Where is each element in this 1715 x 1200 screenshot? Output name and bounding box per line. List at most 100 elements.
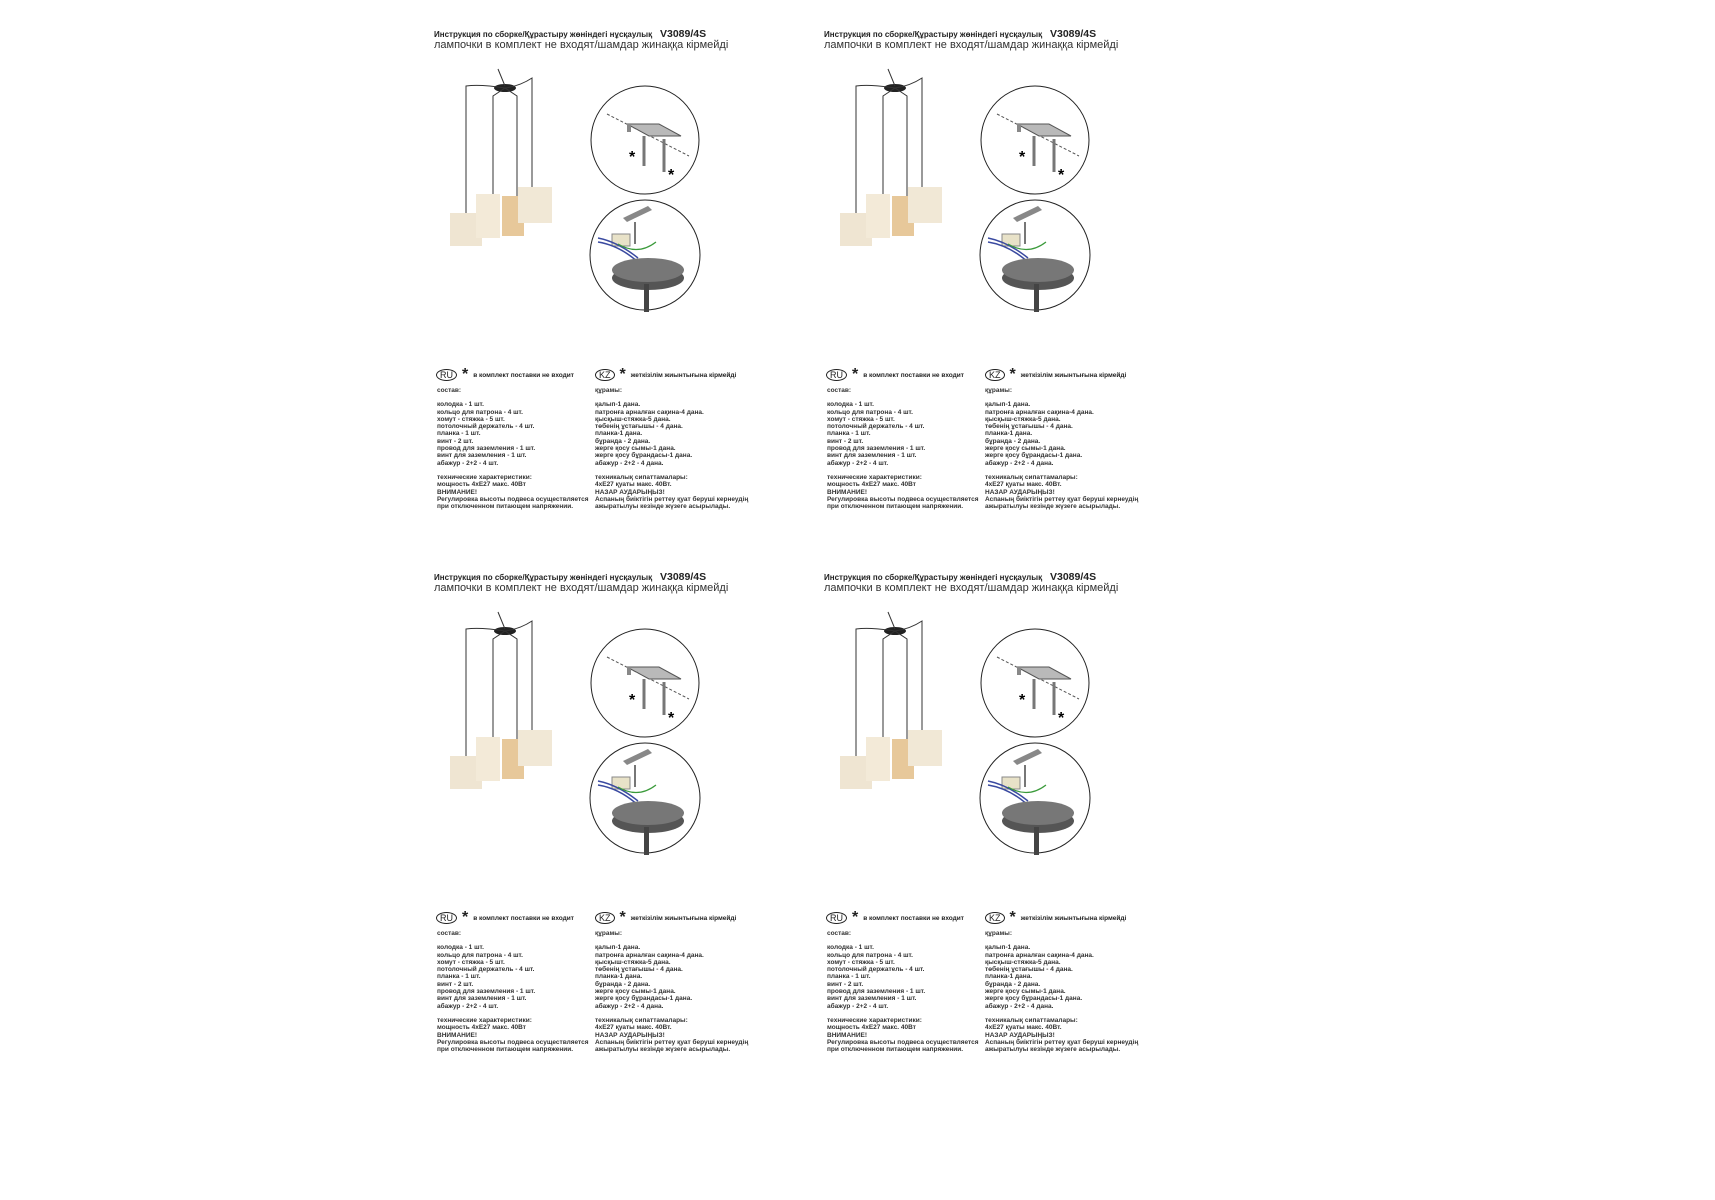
- list-line: патронға арналған сақина-4 дана.: [985, 408, 1094, 416]
- list-line: мощность 4xE27 макс. 40Вт: [437, 1024, 526, 1032]
- kz-badge: KZ: [985, 369, 1005, 381]
- svg-text:*: *: [629, 692, 636, 709]
- list-line: патронға арналған сақина-4 дана.: [985, 951, 1094, 959]
- ru-heading: состав:: [437, 387, 462, 394]
- list-line: при отключенном питающем напряжении.: [437, 1046, 574, 1054]
- list-line: колодка - 1 шт.: [437, 944, 484, 952]
- kz-contents: құрамы:қалып-1 дана.патронға арналған са…: [595, 930, 748, 1053]
- list-line: абажур - 2+2 - 4 дана.: [985, 1002, 1054, 1010]
- list-line: технические характеристики:: [437, 473, 532, 481]
- mounting-bracket-diagram: **: [979, 84, 1091, 201]
- list-line: патронға арналған сақина-4 дана.: [595, 408, 704, 416]
- asterisk-icon: *: [619, 909, 626, 926]
- list-line: при отключенном питающем напряжении.: [827, 503, 964, 511]
- list-line: при отключенном питающем напряжении.: [437, 503, 574, 511]
- bulbs-note: лампочки в комплект не входят/шамдар жин…: [824, 39, 1119, 51]
- ru-badge: RU: [436, 912, 457, 924]
- asterisk-icon: *: [852, 909, 859, 926]
- list-line: винт для заземления - 1 шт.: [437, 452, 527, 460]
- pendant-lamp-image: [840, 66, 950, 259]
- list-line: Аспаның биіктігін реттеу қуат беруші кер…: [985, 1038, 1139, 1046]
- list-line: винт - 2 шт.: [827, 437, 864, 445]
- list-line: Аспаның биіктігін реттеу қуат беруші кер…: [985, 495, 1139, 503]
- list-line: мощность 4xE27 макс. 40Вт: [827, 1024, 916, 1032]
- list-line: абажур - 2+2 - 4 шт.: [827, 1002, 889, 1010]
- kz-legend: KZ*жеткізілім жиынтығына кірмейді: [595, 909, 737, 926]
- list-line: провод для заземления - 1 шт.: [827, 988, 926, 996]
- list-line: провод для заземления - 1 шт.: [437, 445, 536, 453]
- list-line: винт для заземления - 1 шт.: [827, 995, 917, 1003]
- list-line: колодка - 1 шт.: [827, 944, 874, 952]
- list-line: техникалық сипаттамалары:: [595, 473, 688, 481]
- kz-contents: құрамы:қалып-1 дана.патронға арналған са…: [985, 387, 1138, 510]
- instruction-panel: Инструкция по сборке/Құрастыру жөніндегі…: [820, 571, 1160, 1111]
- list-line: қалып-1 дана.: [985, 944, 1031, 952]
- list-line: жерге қосу сымы-1 дана.: [985, 988, 1066, 996]
- list-line: төбенің ұстағышы - 4 дана.: [595, 423, 683, 431]
- list-line: ВНИМАНИЕ!: [437, 1031, 478, 1039]
- list-line: жерге қосу сымы-1 дана.: [595, 988, 676, 996]
- list-line: планка-1 дана.: [595, 973, 643, 981]
- list-line: потолочный держатель - 4 шт.: [437, 966, 535, 974]
- list-line: қалып-1 дана.: [595, 944, 641, 952]
- list-line: қалып-1 дана.: [595, 401, 641, 409]
- mounting-bracket-diagram: **: [979, 627, 1091, 744]
- bulbs-note: лампочки в комплект не входят/шамдар жин…: [824, 582, 1119, 594]
- list-line: қысқыш-стяжка-5 дана.: [985, 415, 1061, 423]
- list-line: кольцо для патрона - 4 шт.: [437, 951, 523, 959]
- list-line: қысқыш-стяжка-5 дана.: [595, 958, 671, 966]
- kz-legend: KZ*жеткізілім жиынтығына кірмейді: [985, 910, 1126, 926]
- ru-heading: состав:: [827, 930, 852, 937]
- list-line: технические характеристики:: [827, 1016, 922, 1024]
- list-line: винт для заземления - 1 шт.: [437, 995, 527, 1003]
- ru-heading: состав:: [827, 387, 852, 394]
- list-line: винт - 2 шт.: [827, 980, 864, 988]
- list-line: ажыратылуы кезінде жүзеге асырылады.: [595, 1046, 731, 1054]
- list-line: абажур - 2+2 - 4 шт.: [437, 459, 499, 467]
- list-line: Аспаның биіктігін реттеу қуат беруші кер…: [595, 495, 749, 503]
- instruction-title: Инструкция по сборке/Құрастыру жөніндегі…: [824, 573, 1043, 582]
- instruction-panel: Инструкция по сборке/Құрастыру жөніндегі…: [820, 28, 1160, 568]
- asterisk-icon: *: [619, 366, 626, 383]
- list-line: хомут - стяжка - 5 шт.: [827, 415, 895, 423]
- list-line: абажур - 2+2 - 4 шт.: [827, 459, 889, 467]
- list-line: кольцо для патрона - 4 шт.: [827, 408, 913, 416]
- list-line: планка-1 дана.: [595, 430, 643, 438]
- ru-badge: RU: [826, 369, 847, 381]
- list-line: төбенің ұстағышы - 4 дана.: [595, 966, 683, 974]
- list-line: мощность 4xE27 макс. 40Вт: [437, 481, 526, 489]
- list-line: 4xE27 қуаты макс. 40Вт.: [985, 1024, 1062, 1032]
- list-line: Регулировка высоты подвеса осуществляетс…: [827, 495, 979, 503]
- list-line: ажыратылуы кезінде жүзеге асырылады.: [595, 503, 731, 511]
- list-line: колодка - 1 шт.: [437, 401, 484, 409]
- list-line: Аспаның биіктігін реттеу қуат беруші кер…: [595, 1038, 749, 1046]
- list-line: НАЗАР АУДАРЫҢЫЗ!: [595, 1031, 665, 1039]
- list-line: винт - 2 шт.: [437, 437, 474, 445]
- model-number: V3089/4S: [1050, 28, 1097, 40]
- list-line: винт для заземления - 1 шт.: [827, 452, 917, 460]
- asterisk-icon: *: [462, 366, 469, 383]
- kz-contents: құрамы:қалып-1 дана.патронға арналған са…: [595, 387, 748, 510]
- svg-text:*: *: [1058, 710, 1065, 727]
- instruction-title: Инструкция по сборке/Құрастыру жөніндегі…: [824, 30, 1043, 39]
- list-line: провод для заземления - 1 шт.: [827, 445, 926, 453]
- wiring-diagram: [588, 198, 702, 317]
- list-line: планка - 1 шт.: [437, 430, 481, 438]
- ru-contents: состав:колодка - 1 шт.кольцо для патрона…: [827, 387, 979, 510]
- kz-badge: KZ: [985, 912, 1005, 924]
- list-line: винт - 2 шт.: [437, 980, 474, 988]
- kz-not-included: жеткізілім жиынтығына кірмейді: [630, 914, 737, 922]
- list-line: планка-1 дана.: [985, 430, 1033, 438]
- list-line: НАЗАР АУДАРЫҢЫЗ!: [595, 488, 665, 496]
- list-line: планка - 1 шт.: [437, 973, 481, 981]
- list-line: ВНИМАНИЕ!: [827, 1031, 868, 1039]
- list-line: при отключенном питающем напряжении.: [827, 1046, 964, 1054]
- wiring-diagram: [978, 741, 1092, 860]
- ru-legend: RU*в комплект поставки не входит: [436, 366, 574, 383]
- list-line: қысқыш-стяжка-5 дана.: [985, 958, 1061, 966]
- list-line: хомут - стяжка - 5 шт.: [827, 958, 895, 966]
- kz-not-included: жеткізілім жиынтығына кірмейді: [1020, 371, 1127, 379]
- mounting-bracket-diagram: **: [589, 84, 701, 201]
- bulbs-note: лампочки в комплект не входят/шамдар жин…: [434, 39, 729, 51]
- list-line: бұранда - 2 дана.: [985, 980, 1041, 988]
